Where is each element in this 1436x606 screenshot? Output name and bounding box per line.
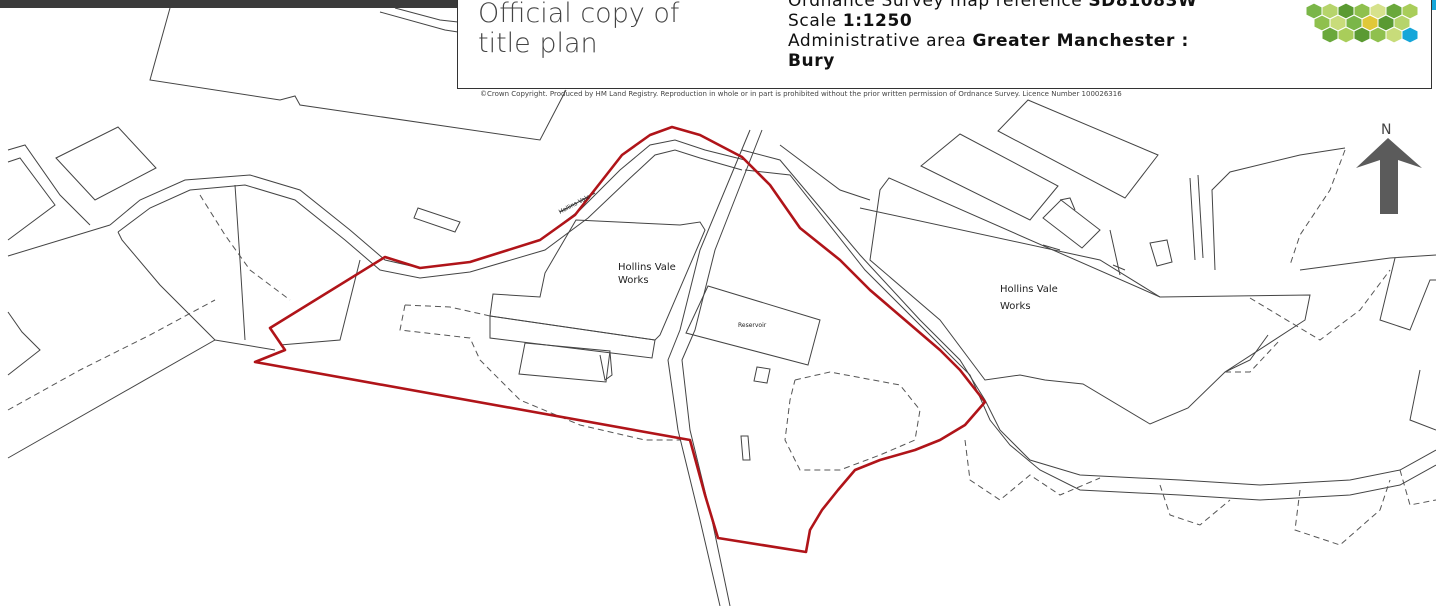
building-outline: [489, 219, 706, 341]
building-outline: [518, 342, 611, 383]
map-label-works-east: Works: [1000, 301, 1031, 312]
os-map-reference: Ordnance Survey map reference SD81083W: [788, 0, 1197, 11]
building-outline: [869, 177, 1311, 425]
map-annotation-marks: [559, 192, 1126, 271]
admin-area-continued: Bury: [788, 51, 1197, 71]
admin-area-label: Administrative area: [788, 31, 967, 51]
building-outline: [149, 7, 567, 141]
scale-label: Scale: [788, 11, 837, 31]
road-edge: [234, 184, 246, 341]
building-outline: [740, 435, 751, 461]
dashed-boundary: [1399, 469, 1436, 506]
building-outline: [920, 133, 1059, 221]
road-edge: [7, 339, 276, 459]
reservoir-outline: [685, 285, 821, 366]
building-outline: [413, 207, 461, 233]
os-map-reference-label: Ordnance Survey map reference: [788, 0, 1083, 11]
dashed-boundary: [1225, 339, 1281, 373]
building-outline: [489, 315, 656, 359]
scale-value: 1:1250: [842, 11, 913, 31]
road-edge: [741, 149, 1436, 486]
building-outline: [1109, 229, 1121, 276]
building-outline: [753, 366, 771, 384]
building-outline: [394, 7, 459, 23]
dashed-boundary: [1289, 149, 1346, 266]
building-outline: [1409, 369, 1436, 431]
building-outline: [1299, 254, 1436, 271]
dashed-boundary: [199, 194, 291, 301]
north-arrow-icon: N: [1356, 122, 1422, 214]
building-outline: [1197, 174, 1204, 259]
building-outline: [55, 126, 157, 201]
road-edge: [117, 149, 743, 279]
admin-area-value: Greater Manchester :: [972, 31, 1189, 51]
dashed-boundary: [964, 439, 1101, 501]
plan-title-line: Official copy of: [478, 0, 680, 29]
building-outline: [1211, 147, 1346, 271]
admin-area: Administrative area Greater Manchester :: [788, 31, 1197, 51]
building-outline: [1189, 177, 1196, 261]
track-edge: [667, 129, 751, 606]
admin-area-value: Bury: [788, 51, 835, 71]
dashed-linework: [7, 149, 1436, 546]
plan-metadata: Ordnance Survey map reference SD81083W S…: [788, 0, 1197, 71]
top-bar-accent: [1430, 0, 1436, 10]
building-outline: [1149, 239, 1173, 267]
building-outline: [7, 311, 41, 376]
track-edge: [681, 129, 763, 606]
building-outline: [1059, 197, 1076, 211]
map-label-works-east: Hollins Vale: [1000, 284, 1058, 295]
building-outline: [859, 207, 1161, 298]
building-outline: [1379, 257, 1436, 331]
os-map-reference-value: SD81083W: [1088, 0, 1198, 11]
map-label-reservoir: Reservoir: [738, 322, 767, 329]
road-edge: [744, 169, 1436, 501]
building-outline: [997, 99, 1159, 199]
road-edge: [7, 224, 111, 257]
hatch-mark: [1042, 244, 1061, 251]
dashed-boundary: [1249, 269, 1391, 341]
map-label-road: Hollins Vale: [558, 193, 592, 216]
scale: Scale 1:1250: [788, 11, 1197, 31]
hatch-mark: [1112, 264, 1126, 271]
dashed-boundary: [1159, 484, 1231, 526]
dashed-boundary: [1294, 479, 1391, 546]
building-outline: [779, 144, 871, 201]
building-outline: [379, 11, 459, 33]
dashed-boundary: [784, 371, 921, 471]
copyright-notice: ©Crown Copyright. Produced by HM Land Re…: [480, 90, 1122, 98]
dashed-boundary: [399, 304, 680, 441]
plan-title: Official copy of title plan: [478, 0, 768, 59]
building-outline: [1224, 334, 1269, 373]
building-outline: [599, 351, 613, 381]
plan-title-line: title plan: [478, 28, 598, 59]
building-outline: [1042, 199, 1101, 249]
map-label-works-west: Hollins Vale: [618, 262, 676, 273]
road-edge: [117, 231, 216, 341]
building-outline: [7, 144, 91, 226]
dashed-boundary: [7, 299, 216, 411]
registered-title-boundary[interactable]: [253, 125, 987, 554]
north-label: N: [1381, 122, 1391, 138]
building-outline: [7, 157, 56, 241]
title-panel: Official copy of title plan Ordnance Sur…: [457, 0, 1432, 89]
road-edge: [279, 259, 361, 346]
map-label-works-west: Works: [618, 275, 649, 286]
dashed-boundary: [404, 304, 491, 317]
hm-land-registry-logo-icon: [1305, 2, 1419, 44]
